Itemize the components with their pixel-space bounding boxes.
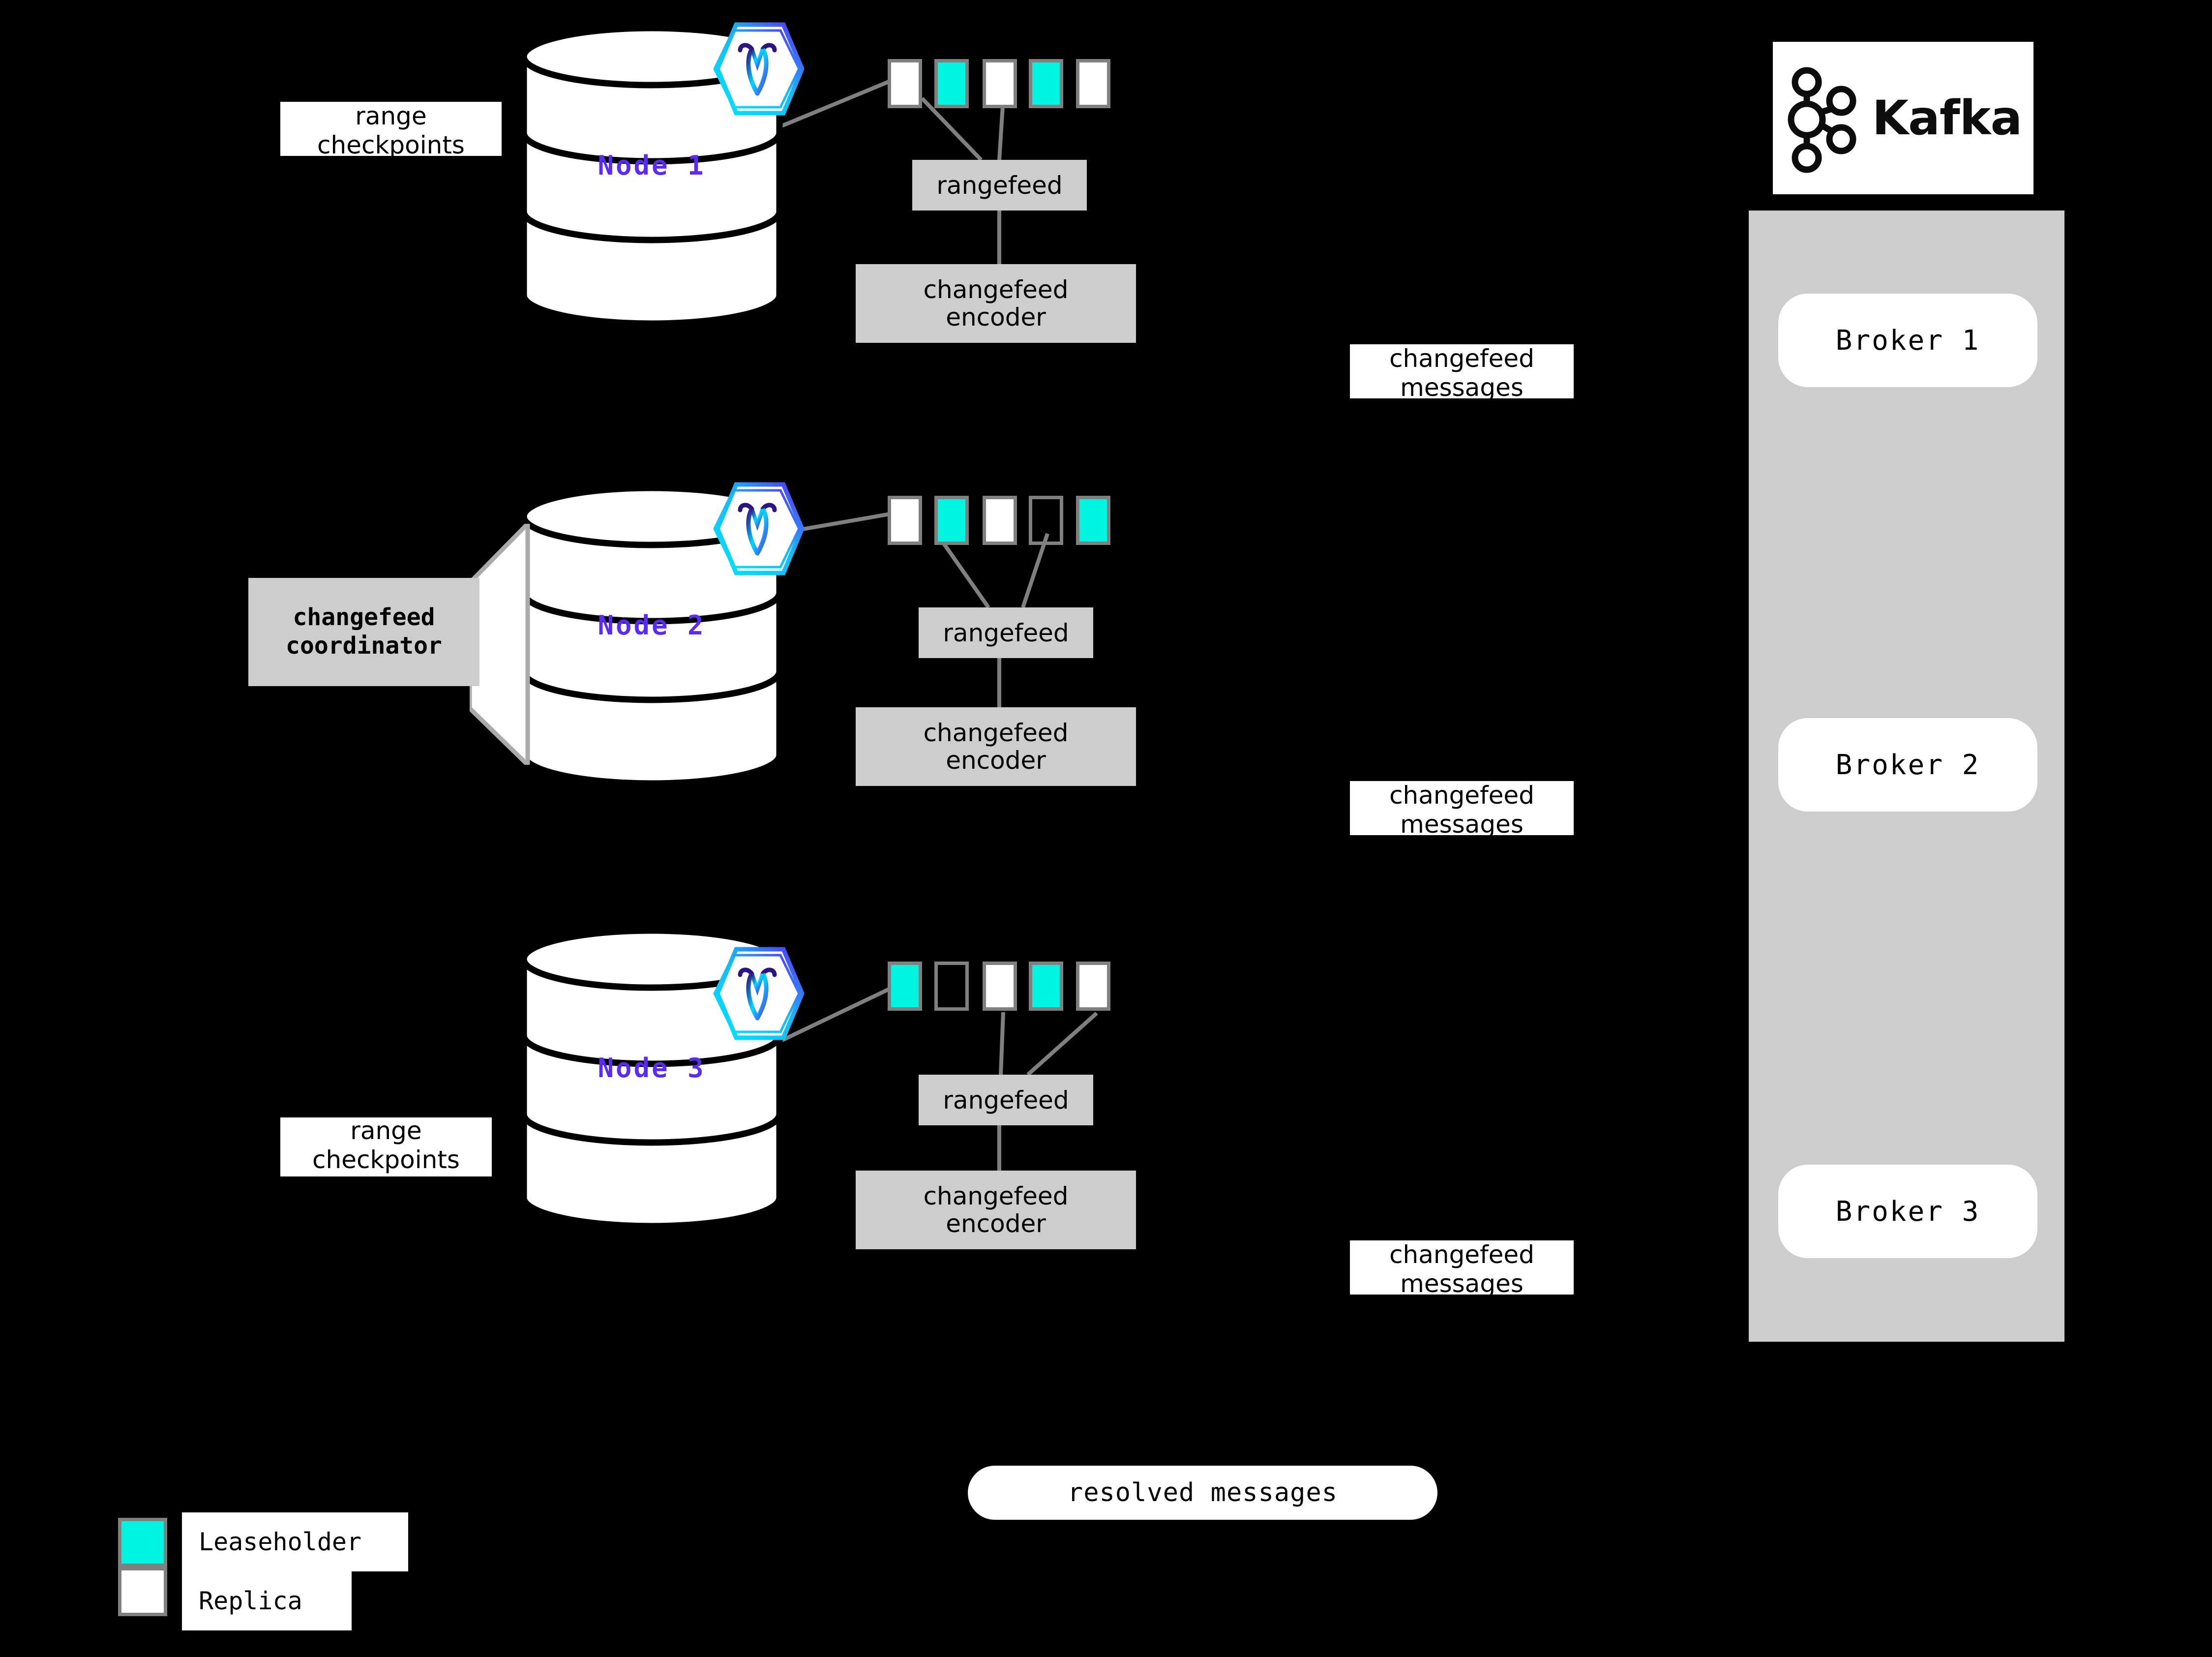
range-box[interactable] bbox=[934, 962, 969, 1011]
rangefeed-box-node-1[interactable]: rangefeed bbox=[912, 160, 1087, 211]
changefeed-messages-line-1: changefeed bbox=[1389, 781, 1534, 810]
broker-2[interactable]: Broker 2 bbox=[1778, 718, 2037, 812]
range-checkpoints-line-1: range bbox=[355, 102, 427, 130]
range-box[interactable] bbox=[983, 496, 1017, 545]
changefeed-messages-label-2: changefeed messages bbox=[1350, 781, 1574, 835]
legend-swatch-replica bbox=[118, 1567, 167, 1616]
range-box[interactable] bbox=[934, 59, 969, 108]
cockroachdb-hexagon-icon bbox=[711, 944, 805, 1045]
node-3-cylinder: Node 3 bbox=[519, 930, 784, 1225]
node-3-label: Node 3 bbox=[598, 1053, 706, 1084]
legend-swatch-leaseholder bbox=[118, 1518, 167, 1567]
encoder-line-1: changefeed bbox=[923, 1182, 1069, 1210]
encoder-line-1: changefeed bbox=[923, 275, 1069, 304]
changefeed-messages-label-1: changefeed messages bbox=[1350, 344, 1574, 398]
range-box[interactable] bbox=[1029, 496, 1063, 545]
range-box[interactable] bbox=[934, 496, 969, 545]
cockroachdb-hexagon-icon bbox=[711, 20, 805, 120]
node-2-label: Node 2 bbox=[598, 610, 706, 641]
range-box[interactable] bbox=[983, 962, 1017, 1011]
changefeed-messages-line-2: messages bbox=[1400, 1269, 1524, 1295]
encoder-line-2: encoder bbox=[946, 746, 1046, 775]
range-box[interactable] bbox=[888, 496, 922, 545]
broker-1[interactable]: Broker 1 bbox=[1778, 294, 2037, 387]
changefeed-messages-label-3: changefeed messages bbox=[1350, 1240, 1574, 1295]
legend-label-leaseholder: Leaseholder bbox=[182, 1512, 408, 1571]
range-box[interactable] bbox=[1029, 962, 1063, 1011]
changefeed-coordinator-box[interactable]: changefeed coordinator bbox=[248, 578, 479, 686]
range-box[interactable] bbox=[1076, 496, 1110, 545]
range-checkpoints-line-1: range bbox=[350, 1117, 422, 1145]
coordinator-line-1: changefeed bbox=[293, 603, 435, 632]
cockroachdb-hexagon-icon bbox=[711, 480, 805, 580]
node-2-cylinder: Node 2 bbox=[519, 487, 784, 782]
node-1-label: Node 1 bbox=[598, 150, 706, 181]
changefeed-encoder-box-node-1[interactable]: changefeed encoder bbox=[856, 264, 1136, 343]
kafka-logo-box: Kafka bbox=[1773, 42, 2033, 194]
node-1-cylinder: Node 1 bbox=[519, 27, 784, 322]
broker-3[interactable]: Broker 3 bbox=[1778, 1165, 2037, 1258]
encoder-line-2: encoder bbox=[946, 303, 1046, 331]
range-box[interactable] bbox=[983, 59, 1017, 108]
range-box[interactable] bbox=[1076, 962, 1110, 1011]
changefeed-encoder-box-node-3[interactable]: changefeed encoder bbox=[856, 1171, 1136, 1249]
coordinator-line-2: coordinator bbox=[286, 632, 442, 660]
range-box[interactable] bbox=[1029, 59, 1063, 108]
rangefeed-box-node-3[interactable]: rangefeed bbox=[919, 1075, 1093, 1125]
changefeed-messages-line-2: messages bbox=[1400, 810, 1524, 835]
kafka-nodes-icon bbox=[1788, 67, 1856, 173]
range-box[interactable] bbox=[1076, 59, 1110, 108]
encoder-line-2: encoder bbox=[946, 1209, 1046, 1238]
range-checkpoints-line-2: checkpoints bbox=[317, 131, 465, 156]
resolved-messages-pill[interactable]: resolved messages bbox=[968, 1466, 1437, 1520]
changefeed-messages-line-2: messages bbox=[1400, 373, 1524, 398]
range-checkpoints-line-2: checkpoints bbox=[312, 1145, 460, 1174]
changefeed-messages-line-1: changefeed bbox=[1389, 344, 1534, 373]
changefeed-encoder-box-node-2[interactable]: changefeed encoder bbox=[856, 707, 1136, 786]
encoder-line-1: changefeed bbox=[923, 719, 1069, 747]
kafka-wordmark: Kafka bbox=[1872, 90, 2023, 146]
legend-label-replica: Replica bbox=[182, 1571, 352, 1630]
range-checkpoints-label-bottom: range checkpoints bbox=[280, 1117, 492, 1176]
range-box[interactable] bbox=[888, 962, 922, 1011]
changefeed-messages-line-1: changefeed bbox=[1389, 1240, 1534, 1269]
rangefeed-box-node-2[interactable]: rangefeed bbox=[919, 607, 1093, 658]
range-box[interactable] bbox=[888, 59, 922, 108]
range-checkpoints-label-top: range checkpoints bbox=[280, 102, 502, 156]
